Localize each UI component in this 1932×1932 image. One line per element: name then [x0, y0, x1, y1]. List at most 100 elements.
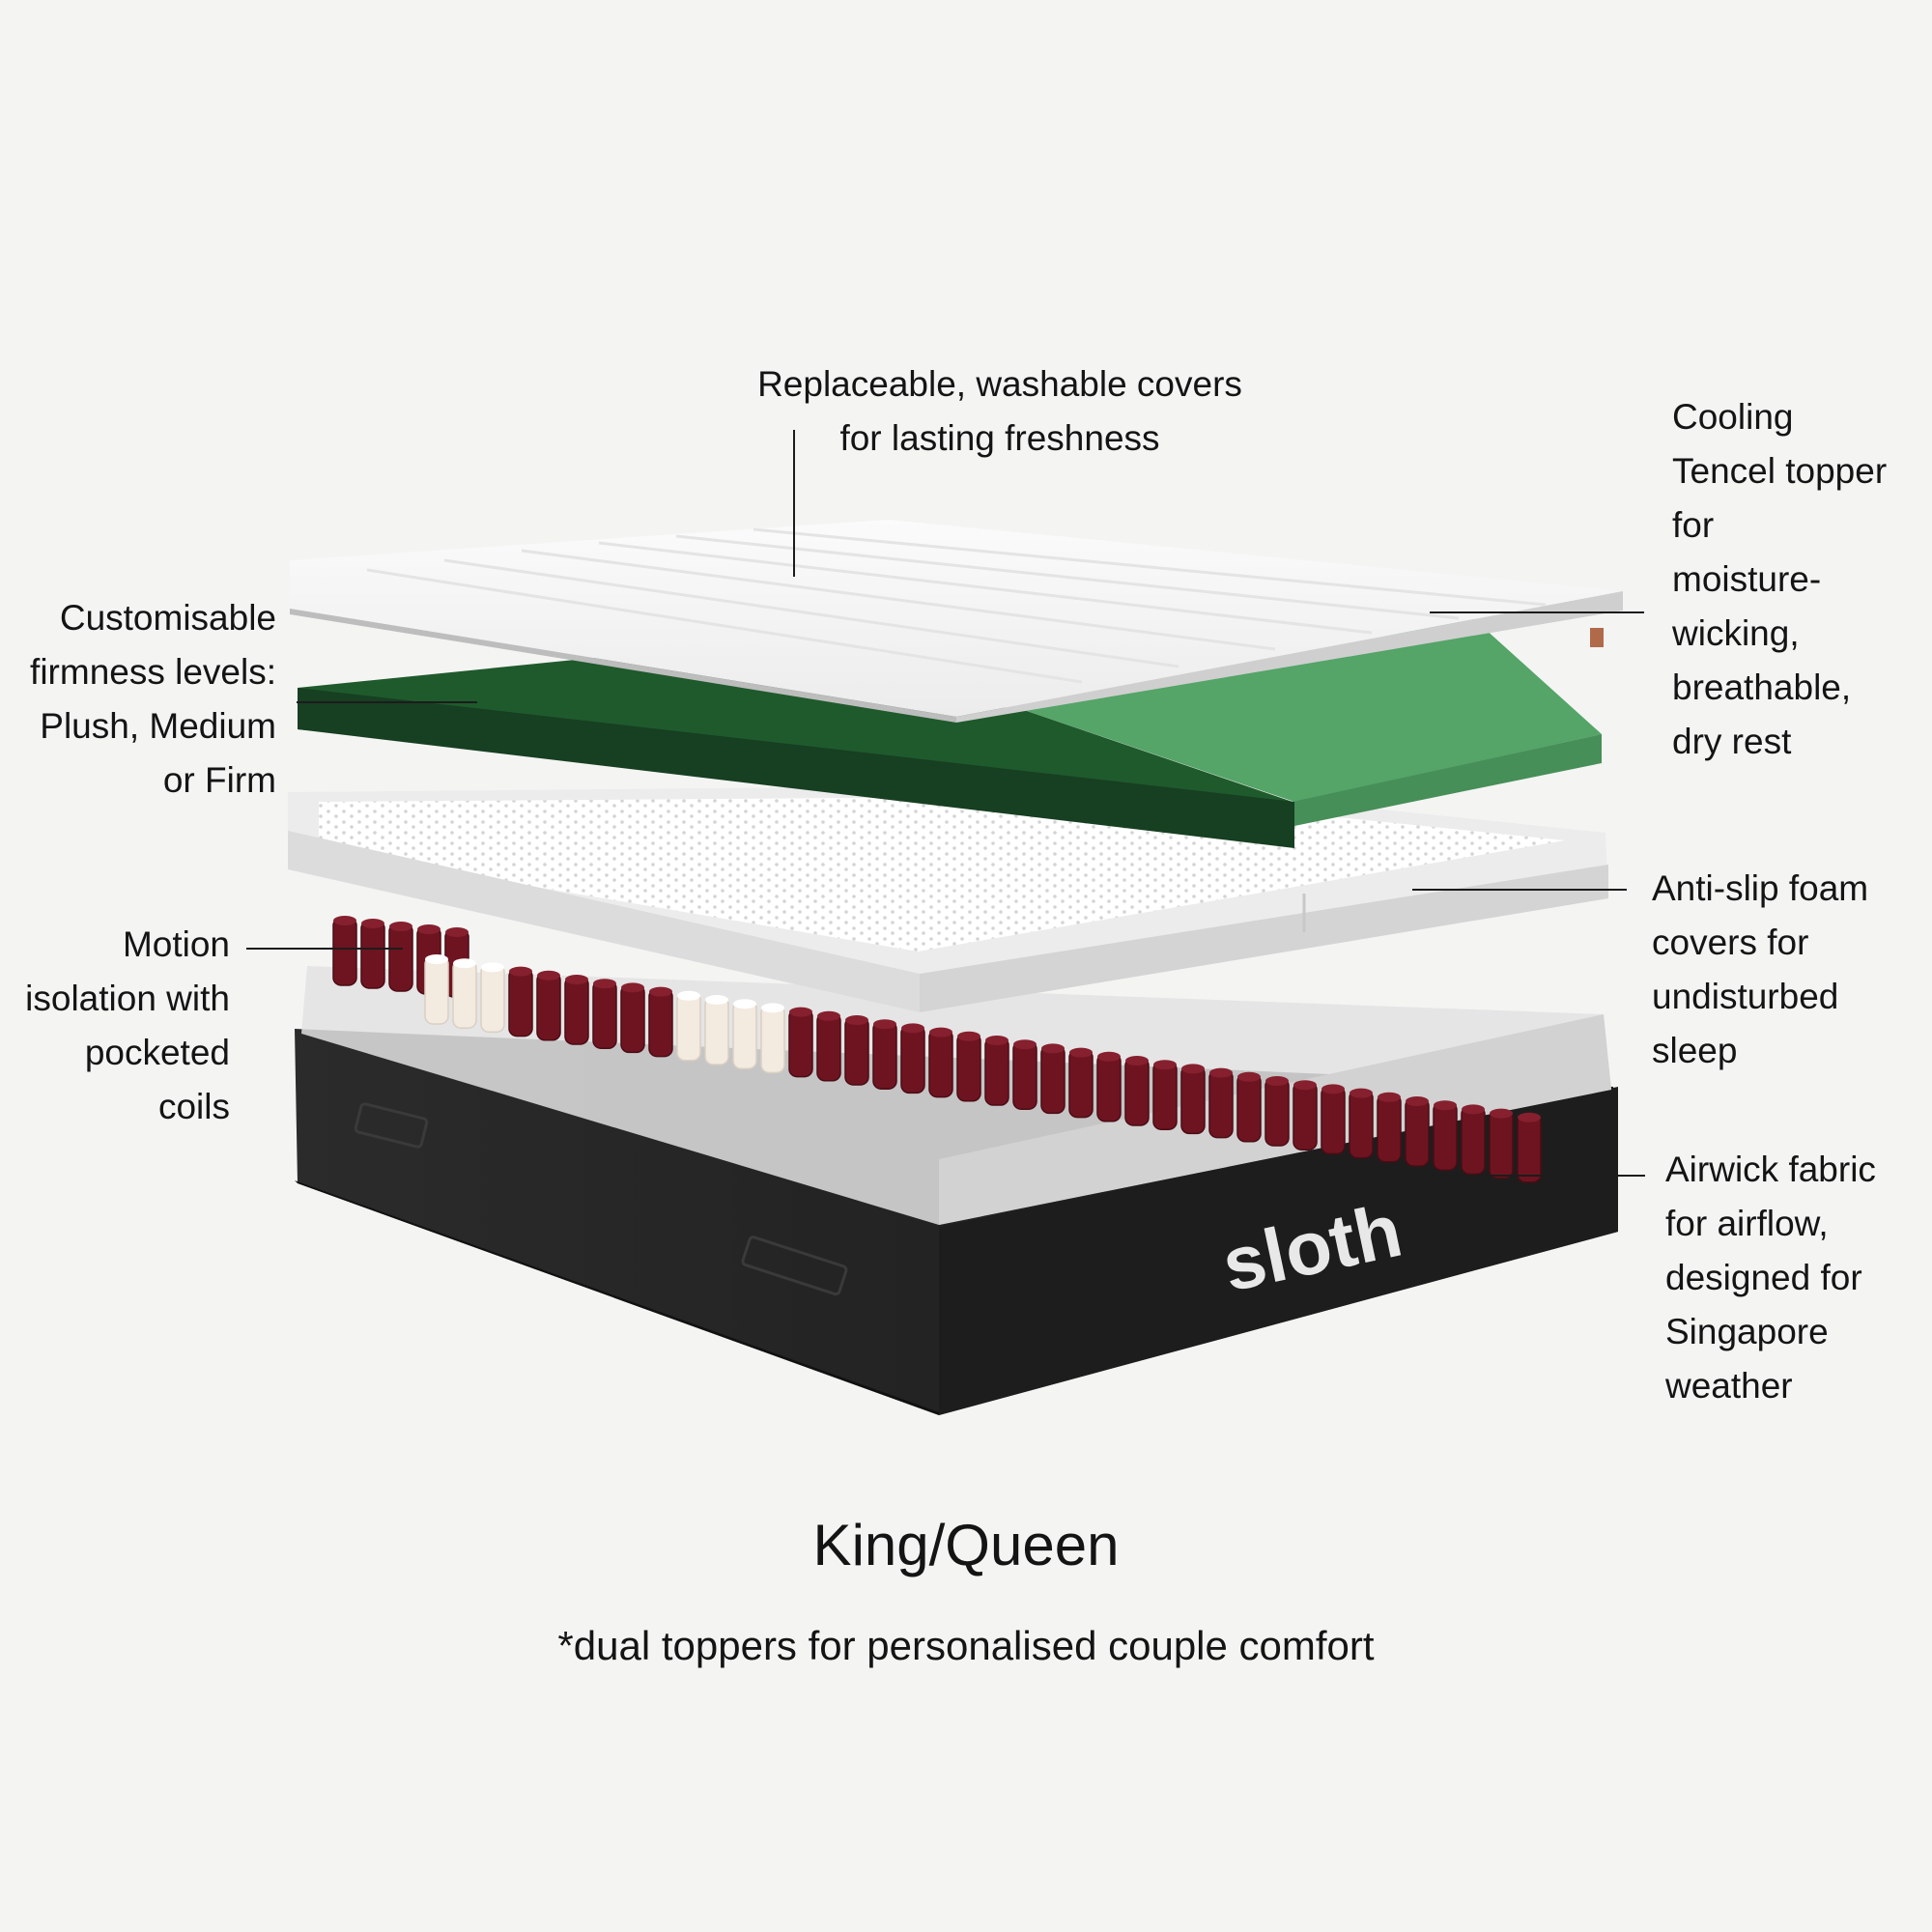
coil-top — [1153, 1060, 1177, 1070]
coil — [1489, 1109, 1514, 1179]
coil-top — [509, 966, 532, 977]
coil-top — [705, 995, 728, 1005]
coil — [1293, 1081, 1318, 1151]
leader-firmness — [297, 701, 477, 703]
coil-top — [1069, 1047, 1093, 1058]
coil-top — [453, 958, 476, 969]
label-motion: Motion isolation with pocketed coils — [25, 924, 230, 1126]
label-firmness: Customisable firmness levels: Plush, Med… — [30, 598, 276, 800]
label-airwick: Airwick fabric for airflow, designed for… — [1665, 1150, 1876, 1406]
coil-top — [445, 927, 469, 937]
coil-top — [817, 1010, 840, 1021]
coil-top — [845, 1015, 868, 1025]
coil-top — [1350, 1088, 1373, 1098]
coil-top — [1013, 1039, 1037, 1050]
coil — [732, 1000, 757, 1069]
leader-airwick — [1430, 1175, 1645, 1177]
label-antislip: Anti-slip foam covers for undisturbed sl… — [1652, 868, 1869, 1070]
label-covers: Replaceable, washable covers for lasting… — [757, 364, 1242, 458]
foam-light-half — [1024, 618, 1602, 802]
coil — [984, 1037, 1009, 1106]
coil-top — [1518, 1112, 1541, 1122]
coil-top — [789, 1007, 812, 1017]
coil — [844, 1016, 869, 1086]
coil-top — [1293, 1080, 1317, 1091]
coil — [1321, 1085, 1346, 1155]
coil-top — [649, 986, 672, 997]
coil-top — [1321, 1084, 1345, 1094]
coil — [676, 992, 701, 1062]
coil — [1040, 1044, 1065, 1115]
base-handle-left — [354, 1102, 429, 1149]
coil-top — [1181, 1064, 1205, 1074]
coil — [1264, 1077, 1290, 1147]
coil-top — [389, 922, 412, 931]
coil — [1068, 1048, 1094, 1119]
coil — [564, 976, 589, 1045]
coil-top — [1434, 1100, 1457, 1111]
coil-top — [733, 999, 756, 1009]
coil — [1124, 1057, 1150, 1126]
coil — [900, 1024, 925, 1094]
coil — [592, 980, 617, 1049]
coil-top — [1490, 1108, 1513, 1119]
coil — [1377, 1094, 1402, 1163]
coil — [760, 1004, 785, 1074]
coil-top — [425, 954, 448, 964]
coil — [1236, 1073, 1262, 1143]
coil — [928, 1028, 953, 1098]
coil — [788, 1008, 813, 1078]
coil — [1012, 1040, 1037, 1110]
label-topper: Cooling Tencel topper for moisture- wick… — [1672, 397, 1888, 761]
coil-top — [1097, 1051, 1121, 1062]
cover-tag — [1590, 628, 1604, 647]
coil-top — [873, 1019, 896, 1030]
coil-top — [761, 1003, 784, 1013]
coil-top — [1378, 1092, 1401, 1102]
coil — [536, 972, 561, 1041]
coil-top — [1462, 1104, 1485, 1115]
leader-covers — [793, 430, 795, 577]
coil-top — [1041, 1043, 1065, 1054]
coil — [332, 917, 357, 986]
coil — [1096, 1053, 1122, 1122]
coil — [1349, 1089, 1374, 1159]
coil-top — [985, 1036, 1009, 1045]
coil — [648, 987, 673, 1058]
coil — [956, 1033, 981, 1102]
firmness-foam-layer — [298, 618, 1602, 848]
coil — [1180, 1065, 1206, 1135]
coil-top — [537, 970, 560, 980]
coil-top — [1125, 1056, 1149, 1065]
coil — [360, 920, 385, 989]
coil-top — [1406, 1096, 1429, 1106]
coil-top — [677, 990, 700, 1001]
coil-top — [361, 919, 384, 928]
coil — [480, 963, 505, 1034]
coil-top — [593, 979, 616, 989]
coil-top — [929, 1027, 952, 1037]
coil — [704, 996, 729, 1065]
coil — [1461, 1105, 1486, 1176]
coil — [452, 959, 477, 1029]
cover-topper-layer — [290, 520, 1623, 723]
leader-topper — [1430, 611, 1644, 613]
size-title: King/Queen — [812, 1513, 1120, 1577]
coil — [1405, 1097, 1430, 1167]
coil-top — [333, 916, 356, 925]
coil — [620, 983, 645, 1054]
leader-motion — [246, 948, 403, 950]
coil-top — [621, 982, 644, 993]
coil — [1208, 1068, 1234, 1139]
coil — [1152, 1061, 1178, 1130]
coil — [424, 955, 449, 1025]
coil — [508, 967, 533, 1037]
coil-top — [1237, 1071, 1261, 1082]
coil-top — [481, 962, 504, 973]
coil — [1517, 1114, 1542, 1183]
coil-top — [901, 1023, 924, 1034]
coil — [388, 923, 413, 992]
coil — [1433, 1101, 1458, 1171]
coil-top — [1209, 1067, 1233, 1078]
